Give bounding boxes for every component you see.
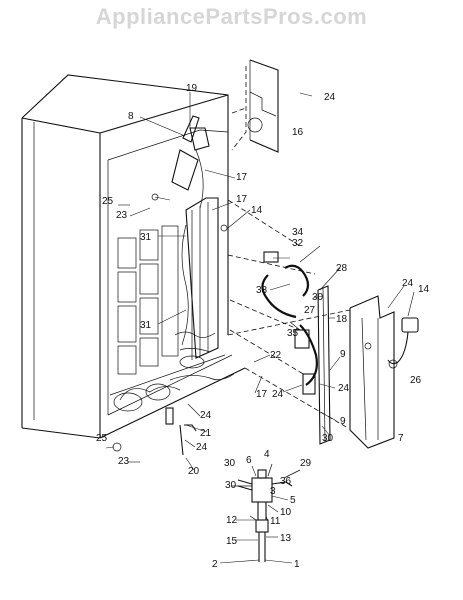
callout-17: 17 xyxy=(236,172,248,183)
callout-9: 9 xyxy=(340,349,346,360)
callout-34: 34 xyxy=(292,227,304,238)
callout-13: 13 xyxy=(280,533,292,544)
callout-24: 24 xyxy=(338,383,350,394)
callout-24: 24 xyxy=(196,442,208,453)
callout-30: 30 xyxy=(224,458,236,469)
callout-16: 16 xyxy=(292,127,304,138)
callout-2: 2 xyxy=(212,559,218,570)
leader-lines xyxy=(105,92,415,471)
watermark: AppliancePartsPros.com xyxy=(95,4,368,29)
callout-26: 26 xyxy=(410,375,422,386)
callout-30: 30 xyxy=(312,292,324,303)
callout-1: 1 xyxy=(294,559,300,570)
water-valve-assembly xyxy=(232,463,301,562)
power-adapter-14 xyxy=(387,317,419,369)
callout-35: 35 xyxy=(287,328,299,339)
callout-23: 23 xyxy=(116,210,128,221)
callout-11: 11 xyxy=(270,516,281,527)
callout-7: 7 xyxy=(398,433,404,444)
callout-8: 8 xyxy=(128,111,134,122)
callout-22: 22 xyxy=(270,350,282,361)
wire-harness-18 xyxy=(227,199,318,395)
callout-25: 25 xyxy=(96,433,108,444)
callout-25: 25 xyxy=(102,196,114,207)
callout-29: 29 xyxy=(300,458,312,469)
callout-24: 24 xyxy=(324,92,336,103)
callout-30: 30 xyxy=(225,480,237,491)
rear-panel-7 xyxy=(227,295,395,449)
condenser-tubing xyxy=(171,115,219,369)
callout-labels: 19 8 24 16 17 17 14 25 23 31 31 34 32 28… xyxy=(96,83,430,570)
callout-15: 15 xyxy=(226,536,238,547)
callout-32: 32 xyxy=(292,238,304,249)
callout-9: 9 xyxy=(340,416,346,427)
callout-20: 20 xyxy=(188,466,200,477)
callout-21: 21 xyxy=(200,428,212,439)
valve-leader-lines xyxy=(219,465,293,564)
callout-17: 17 xyxy=(236,194,248,205)
callout-14: 14 xyxy=(418,284,430,295)
callout-10: 10 xyxy=(280,507,292,518)
callout-17: 17 xyxy=(256,389,268,400)
callout-12: 12 xyxy=(226,515,238,526)
callout-28: 28 xyxy=(336,263,348,274)
callout-18: 18 xyxy=(336,314,348,325)
callout-6: 6 xyxy=(246,455,252,466)
callout-33: 33 xyxy=(256,285,268,296)
callout-23: 23 xyxy=(118,456,130,467)
callout-4: 4 xyxy=(264,449,270,460)
callout-5: 5 xyxy=(290,495,296,506)
callout-31: 31 xyxy=(140,232,152,243)
callout-24: 24 xyxy=(402,278,414,289)
callout-3: 3 xyxy=(270,486,276,497)
refrigerator-cabinet xyxy=(21,74,246,439)
access-panel-16 xyxy=(231,59,279,153)
bracket-9 xyxy=(317,285,331,445)
callout-14: 14 xyxy=(251,205,263,216)
callout-31: 31 xyxy=(140,320,152,331)
callout-24: 24 xyxy=(272,389,284,400)
callout-30: 30 xyxy=(322,433,334,444)
callout-24: 24 xyxy=(200,410,212,421)
callout-19: 19 xyxy=(186,83,198,94)
callout-36: 36 xyxy=(280,476,292,487)
callout-27: 27 xyxy=(304,305,316,316)
